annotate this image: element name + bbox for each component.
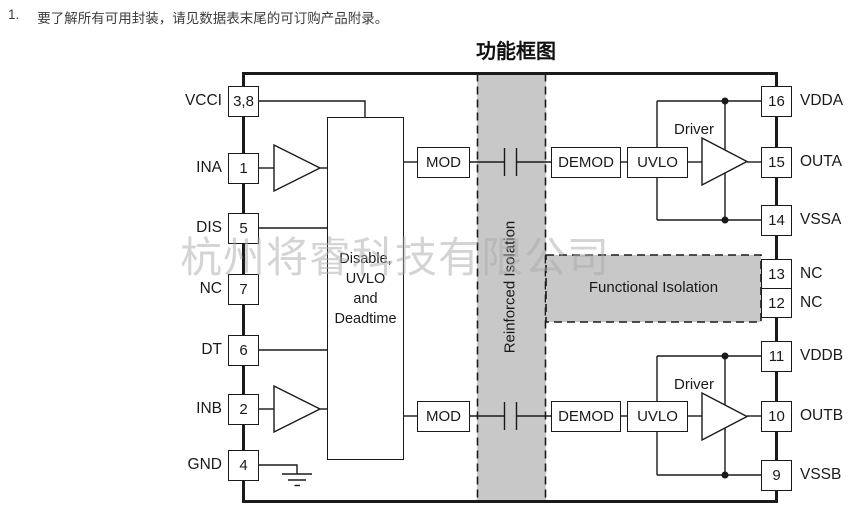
pin-box-dis: 5	[228, 213, 259, 244]
control-block-line-2: UVLO	[345, 270, 386, 287]
pin-box-vdda: 16	[761, 86, 792, 117]
demod-a-block: DEMOD	[551, 147, 621, 178]
reinforced-isolation-label: Reinforced Isolation	[501, 220, 519, 354]
mod-a-block: MOD	[417, 147, 470, 178]
control-block-line-1: Disable,	[339, 250, 392, 267]
pin-label-nc13: NC	[800, 264, 823, 282]
pin-box-dt: 6	[228, 335, 259, 366]
inb-buffer-icon	[273, 384, 322, 434]
ground-symbol	[259, 464, 312, 487]
driver-a-label: Driver	[674, 121, 714, 138]
uvlo-a-block: UVLO	[627, 147, 688, 178]
pin-label-gnd: GND	[187, 456, 222, 473]
reinforced-isolation-band	[476, 73, 547, 502]
pin-label-nc7: NC	[199, 280, 222, 297]
pin-box-vssa: 14	[761, 205, 792, 236]
input-wires	[259, 100, 366, 410]
ina-buffer-icon	[273, 143, 322, 193]
pin-label-vssb: VSSB	[800, 466, 842, 483]
pin-box-outa: 15	[761, 147, 792, 178]
pin-label-inb: INB	[196, 400, 222, 417]
driver-b-triangle-icon	[701, 391, 749, 442]
pin-label-dis: DIS	[196, 219, 222, 236]
pin-box-inb: 2	[228, 394, 259, 425]
pin-label-vddb: VDDB	[800, 347, 844, 364]
driver-b-label: Driver	[674, 376, 714, 393]
pin-label-dt: DT	[201, 341, 222, 358]
pin-box-nc7: 7	[228, 274, 259, 305]
channel-b-isolation-capacitor-icon	[503, 402, 518, 430]
control-block-line-3: and	[353, 290, 378, 307]
pin-box-gnd: 4	[228, 450, 259, 481]
control-block: Disable, UVLO and Deadtime	[327, 117, 404, 460]
pin-box-ina: 1	[228, 153, 259, 184]
pin-label-vdda: VDDA	[800, 92, 844, 109]
pin-label-outb: OUTB	[800, 407, 844, 424]
pin-box-vddb: 11	[761, 341, 792, 372]
pin-label-outa: OUTA	[800, 153, 842, 170]
pin-label-vssa: VSSA	[800, 211, 842, 228]
diagram-title: 功能框图	[476, 41, 556, 63]
pin-label-nc12: NC	[800, 293, 823, 311]
channel-a-isolation-capacitor-icon	[503, 148, 518, 176]
footnote-number: 1.	[8, 7, 20, 22]
driver-a-triangle-icon	[701, 136, 749, 187]
pin-label-vcci: VCCI	[184, 92, 222, 109]
pin-box-nc13: 13	[761, 259, 792, 289]
pin-label-ina: INA	[196, 159, 222, 176]
uvlo-b-block: UVLO	[627, 401, 688, 432]
functional-isolation-label: Functional Isolation	[588, 279, 719, 296]
footnote: 1. 要了解所有可用封装，请见数据表末尾的可订购产品附录。	[8, 7, 388, 27]
mod-b-block: MOD	[417, 401, 470, 432]
pin-box-vcci: 3,8	[228, 86, 259, 117]
pin-box-vssb: 9	[761, 460, 792, 491]
footnote-text: 要了解所有可用封装，请见数据表末尾的可订购产品附录。	[37, 11, 389, 26]
functional-isolation-box	[545, 254, 762, 323]
pin-box-nc12: 12	[761, 288, 792, 318]
demod-b-block: DEMOD	[551, 401, 621, 432]
pin-box-outb: 10	[761, 401, 792, 432]
control-block-line-4: Deadtime	[334, 310, 397, 327]
